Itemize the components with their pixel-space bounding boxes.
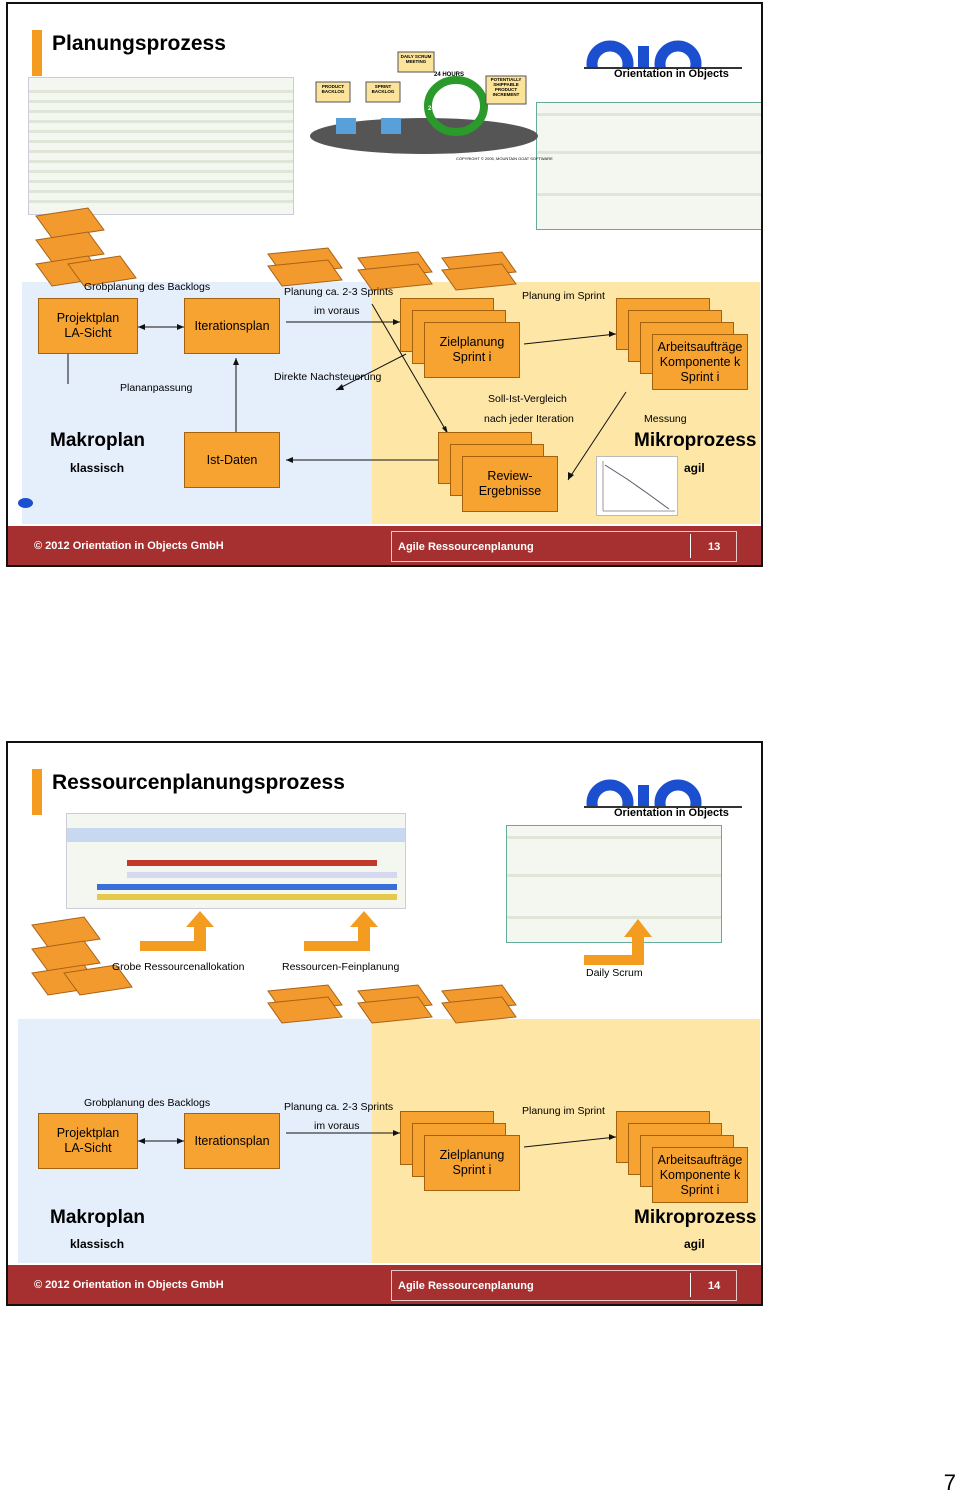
logo-text: Orientation in Objects [614,68,729,80]
projektplan-line2: LA-Sicht [64,326,112,340]
scrum-cycle-graphic: DAILY SCRUM MEETING 24 HOURS PRODUCT BAC… [306,44,553,164]
im-voraus-label: im voraus [314,1120,360,1132]
arbeitsauftraege-box: Arbeitsaufträge Komponente k Sprint i [652,334,748,390]
arbeitsauftraege-line2: Komponente k [659,354,741,369]
scrum-label-product-backlog: PRODUCT BACKLOG [321,84,345,94]
footer-copyright: © 2012 Orientation in Objects GmbH [34,1279,224,1291]
logo-text: Orientation in Objects [614,807,729,819]
backlog-screenshot [28,77,294,215]
stack-icons [31,911,652,1148]
planung-im-sprint-label: Planung im Sprint [522,290,605,302]
grobe-ressourcenallokation-label: Grobe Ressourcenallokation [112,961,245,973]
projektplan-line1: Projektplan [56,311,120,325]
plananpassung-label: Plananpassung [120,382,193,394]
title-accent-bar [32,30,42,76]
arbeitsauftraege-line1: Arbeitsaufträge [657,339,743,354]
logo-underline [584,806,742,808]
slide-14: Ressourcenplanungsprozess Orientation in… [6,741,763,1306]
projektplan-line1: Projektplan [56,1126,120,1140]
slide-13: Planungsprozess Orientation in Objects [6,2,763,567]
burndown-line [602,461,675,512]
taskboard-screenshot [536,102,761,230]
zielplanung-box: Zielplanung Sprint i [424,1135,520,1191]
resource-calendar-screenshot [66,813,406,909]
oio-logo: Orientation in Objects [584,773,754,827]
oio-logo: Orientation in Objects [584,34,754,88]
slide-footer: © 2012 Orientation in Objects GmbH Agile… [8,1265,761,1304]
mikroprozess-heading: Mikroprozess [634,430,757,451]
im-voraus-label: im voraus [314,305,360,317]
slide-title: Ressourcenplanungsprozess [52,771,345,794]
footer-title-box: Agile Ressourcenplanung 14 [391,1270,737,1301]
arbeitsauftraege-line1: Arbeitsaufträge [657,1152,743,1167]
iterationsplan-label: Iterationsplan [194,1133,270,1148]
klassisch-label: klassisch [70,461,125,475]
scrum-label-sprint-backlog: SPRINT BACKLOG [371,84,395,94]
iterationsplan-box: Iterationsplan [184,1113,280,1169]
planung-ca-label: Planung ca. 2-3 Sprints [284,286,394,298]
makroplan-heading: Makroplan [50,430,146,451]
daily-scrum-label: Daily Scrum [586,967,643,979]
logo-underline [584,67,742,69]
review-line2: Ergebnisse [478,484,542,498]
scrum-copyright: COPYRIGHT © 2005, MOUNTAIN GOAT SOFTWARE [456,156,553,161]
slide-title: Planungsprozess [52,32,226,55]
projektplan-box: Projektplan LA-Sicht [38,298,138,354]
ressourcen-feinplanung-label: Ressourcen-Feinplanung [282,961,400,973]
arbeitsauftraege-line2: Komponente k [659,1167,741,1182]
zielplanung-line1: Zielplanung [439,335,505,349]
arbeitsauftraege-box: Arbeitsaufträge Komponente k Sprint i [652,1147,748,1203]
planung-ca-label: Planung ca. 2-3 Sprints [284,1101,394,1113]
direkte-nachsteuerung-label: Direkte Nachsteuerung [274,371,382,383]
scrum-label-daily: DAILY SCRUM MEETING [400,54,432,64]
scrum-cycle-drawing [310,51,538,154]
document-page-number: 7 [943,1470,956,1495]
mikroprozess-heading: Mikroprozess [634,1207,757,1228]
ist-daten-label: Ist-Daten [206,452,258,467]
taskboard-screenshot [506,825,722,943]
agil-label: agil [684,1237,705,1251]
zielplanung-line1: Zielplanung [439,1148,505,1162]
stack-icons [35,207,627,481]
iterationsplan-label: Iterationsplan [194,318,270,333]
footer-divider [690,534,691,558]
footer-title: Agile Ressourcenplanung [398,541,534,553]
review-line1: Review- [487,469,533,483]
footer-page-number: 13 [708,541,721,553]
zielplanung-line2: Sprint i [452,350,492,364]
nach-jeder-iteration-label: nach jeder Iteration [484,413,574,425]
footer-title: Agile Ressourcenplanung [398,1280,534,1292]
grobplanung-label: Grobplanung des Backlogs [84,1097,211,1109]
makroplan-heading: Makroplan [50,1207,146,1228]
bullet-dot [18,498,33,508]
zielplanung-box: Zielplanung Sprint i [424,322,520,378]
arbeitsauftraege-line3: Sprint i [680,1182,720,1197]
ist-daten-box: Ist-Daten [184,432,280,488]
footer-copyright: © 2012 Orientation in Objects GmbH [34,540,224,552]
klassisch-label: klassisch [70,1237,125,1251]
review-box: Review- Ergebnisse [462,456,558,512]
planung-im-sprint-label: Planung im Sprint [522,1105,605,1117]
slide-footer: © 2012 Orientation in Objects GmbH Agile… [8,526,761,565]
grobplanung-label: Grobplanung des Backlogs [84,281,211,293]
footer-page-number: 14 [708,1280,721,1292]
zielplanung-line2: Sprint i [452,1163,492,1177]
projektplan-box: Projektplan LA-Sicht [38,1113,138,1169]
footer-title-box: Agile Ressourcenplanung 13 [391,531,737,562]
agil-label: agil [684,461,705,475]
iterationsplan-box: Iterationsplan [184,298,280,354]
title-accent-bar [32,769,42,815]
messung-label: Messung [644,413,687,425]
soll-ist-label: Soll-Ist-Vergleich [488,393,567,405]
projektplan-line2: LA-Sicht [64,1141,112,1155]
footer-divider [690,1273,691,1297]
burndown-chart-thumbnail [596,456,678,516]
scrum-label-24h: 24 HOURS [434,72,465,78]
scrum-label-increment: POTENTIALLY SHIPPABLE PRODUCT INCREMENT [490,77,522,97]
scrum-label-weeks: 2-4 WEEKS [428,106,461,112]
arbeitsauftraege-line3: Sprint i [680,369,720,384]
